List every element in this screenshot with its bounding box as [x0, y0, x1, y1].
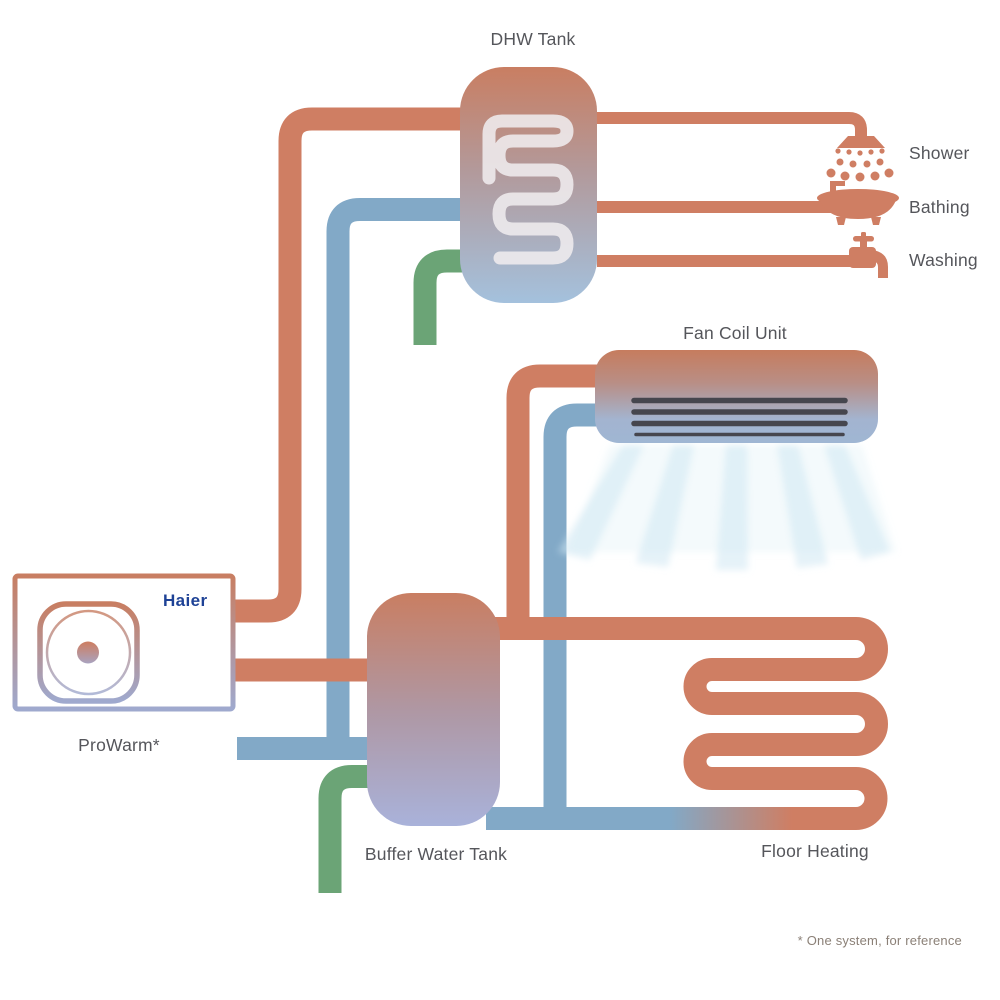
bathing-label: Bathing [909, 197, 970, 217]
heat-pump-fan-hub [77, 641, 99, 664]
fan-coil-unit [558, 350, 896, 570]
buffer-water-tank [367, 593, 500, 826]
fancoil-return-pipe [543, 403, 600, 815]
faucet-icon [849, 232, 888, 278]
floor-heating-coil [495, 617, 888, 830]
floor-heating-label: Floor Heating [761, 841, 869, 861]
reference-footnote: * One system, for reference [797, 933, 962, 948]
hot-supply-pipes [230, 107, 888, 830]
shower-icon [826, 136, 894, 182]
dhw-tank [460, 67, 597, 303]
fan-coil-air-streams [558, 445, 896, 570]
dhw-fresh-water-inlet-pipe [413, 249, 462, 345]
dhw-return-pipe [326, 198, 462, 752]
heat-pump-fan-ring [45, 609, 132, 696]
cold-return-pipes [237, 198, 600, 815]
dhw-tank-label: DHW Tank [490, 29, 576, 49]
fan-coil-body [595, 350, 878, 443]
shower-label: Shower [909, 143, 970, 163]
washing-label: Washing [909, 250, 978, 270]
haier-logo: Haier [163, 591, 208, 610]
dhw-tank-heat-exchanger-coil [482, 114, 574, 265]
buffer-tank-label: Buffer Water Tank [364, 844, 508, 864]
bathtub-icon [817, 181, 899, 225]
buffer-fresh-water-inlet-pipe [318, 765, 372, 893]
dhw-outlet-pipes [597, 112, 867, 267]
fresh-water-pipes [318, 249, 462, 893]
heatpump-to-dhw-pipe [230, 107, 462, 623]
heat-pump-label: ProWarm* [78, 735, 160, 755]
heat-pump-unit [12, 573, 236, 712]
shower-pipe [597, 112, 867, 140]
buffer-to-fancoil-riser-pipe [506, 364, 600, 634]
fan-coil-label: Fan Coil Unit [683, 323, 787, 343]
fan-coil-vent-slats [631, 397, 848, 437]
